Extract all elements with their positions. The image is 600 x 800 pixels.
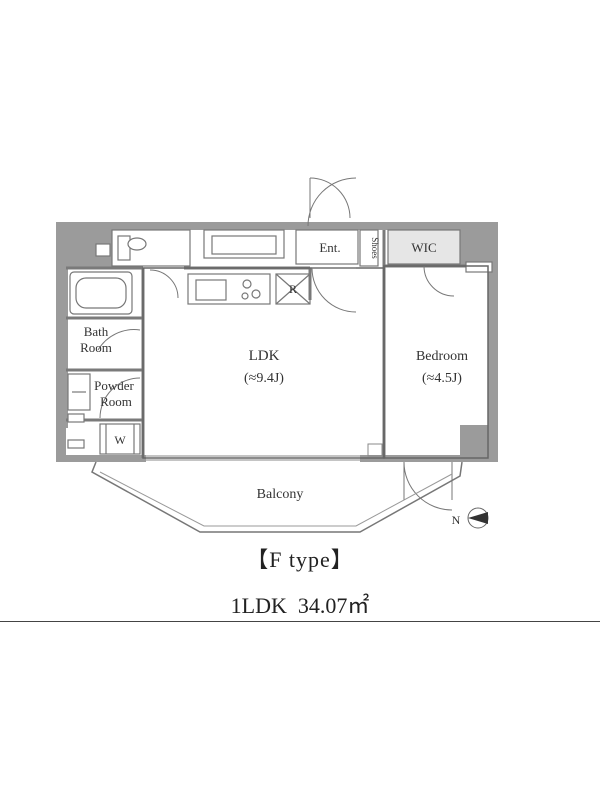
wic-label: WIC: [411, 240, 436, 255]
ldk-label: LDK: [249, 348, 280, 364]
balcony-inner: [99, 471, 453, 527]
powder-label-line1: Powder: [94, 378, 134, 393]
bedroom-label: Bedroom: [416, 349, 468, 364]
compass-icon: N: [452, 507, 489, 529]
washer-label: W: [114, 433, 126, 447]
shoes-label: Shoes: [370, 237, 380, 259]
compass-north-label: N: [452, 513, 461, 527]
balcony-outline: [91, 461, 463, 533]
ldk-size: (≈9.4J): [244, 371, 284, 386]
bath-label-line2: Room: [80, 340, 112, 355]
floor-plan: LDK (≈9.4J) Bedroom (≈4.5J) WIC Ent. Sho…: [56, 177, 498, 533]
balcony-label: Balcony: [257, 487, 304, 502]
plan-area-line: 1LDK 34.07㎡: [0, 588, 600, 620]
room-outlines: [142, 265, 489, 459]
bedroom-size: (≈4.5J): [422, 371, 462, 386]
windows: [146, 443, 383, 461]
exterior-walls: [56, 222, 498, 462]
divider-line: [0, 621, 600, 622]
powder-label-line2: Room: [100, 394, 132, 409]
fixtures: [67, 229, 493, 455]
plan-type-label: 【F type】: [246, 547, 354, 572]
layout-label: 1LDK: [230, 593, 287, 618]
refrigerator-label: R: [289, 282, 297, 296]
area-label: 34.07㎡: [297, 593, 370, 618]
bath-label-line1: Bath: [84, 324, 109, 339]
entrance-label: Ent.: [319, 240, 340, 255]
